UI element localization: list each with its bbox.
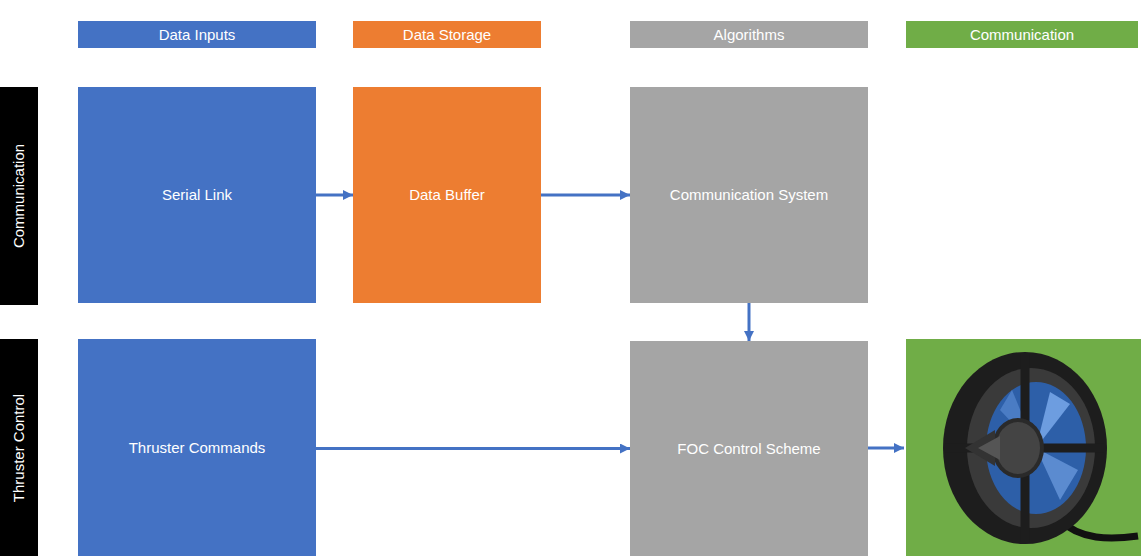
flow-arrow [541,194,630,197]
node-label: Communication [10,144,28,248]
row-band: Communication [0,87,38,305]
thruster-picture [943,352,1138,544]
column-header: Communication [906,21,1138,48]
node-label: Algorithms [714,26,785,44]
column-header: Data Inputs [78,21,316,48]
node-label: FOC Control Scheme [677,440,820,458]
node-label: Serial Link [162,186,232,204]
node-label: Communication System [670,186,828,204]
node-label: Communication [970,26,1074,44]
node-label: Data Inputs [159,26,236,44]
process-box: Serial Link [78,87,316,303]
row-band: Thruster Control [0,339,38,556]
flow-arrow [316,194,353,197]
flow-arrow [316,447,630,450]
process-box: Communication System [630,87,868,303]
thruster-panel [906,339,1141,556]
process-box: FOC Control Scheme [630,341,868,556]
process-box: Thruster Commands [78,339,316,556]
flow-arrow [748,303,751,341]
output-arrow [868,447,904,450]
node-label: Thruster Control [10,393,28,501]
process-box: Data Buffer [353,87,541,303]
node-label: Thruster Commands [129,439,266,457]
node-label: Data Buffer [409,186,485,204]
column-header: Data Storage [353,21,541,48]
column-header: Algorithms [630,21,868,48]
node-label: Data Storage [403,26,491,44]
